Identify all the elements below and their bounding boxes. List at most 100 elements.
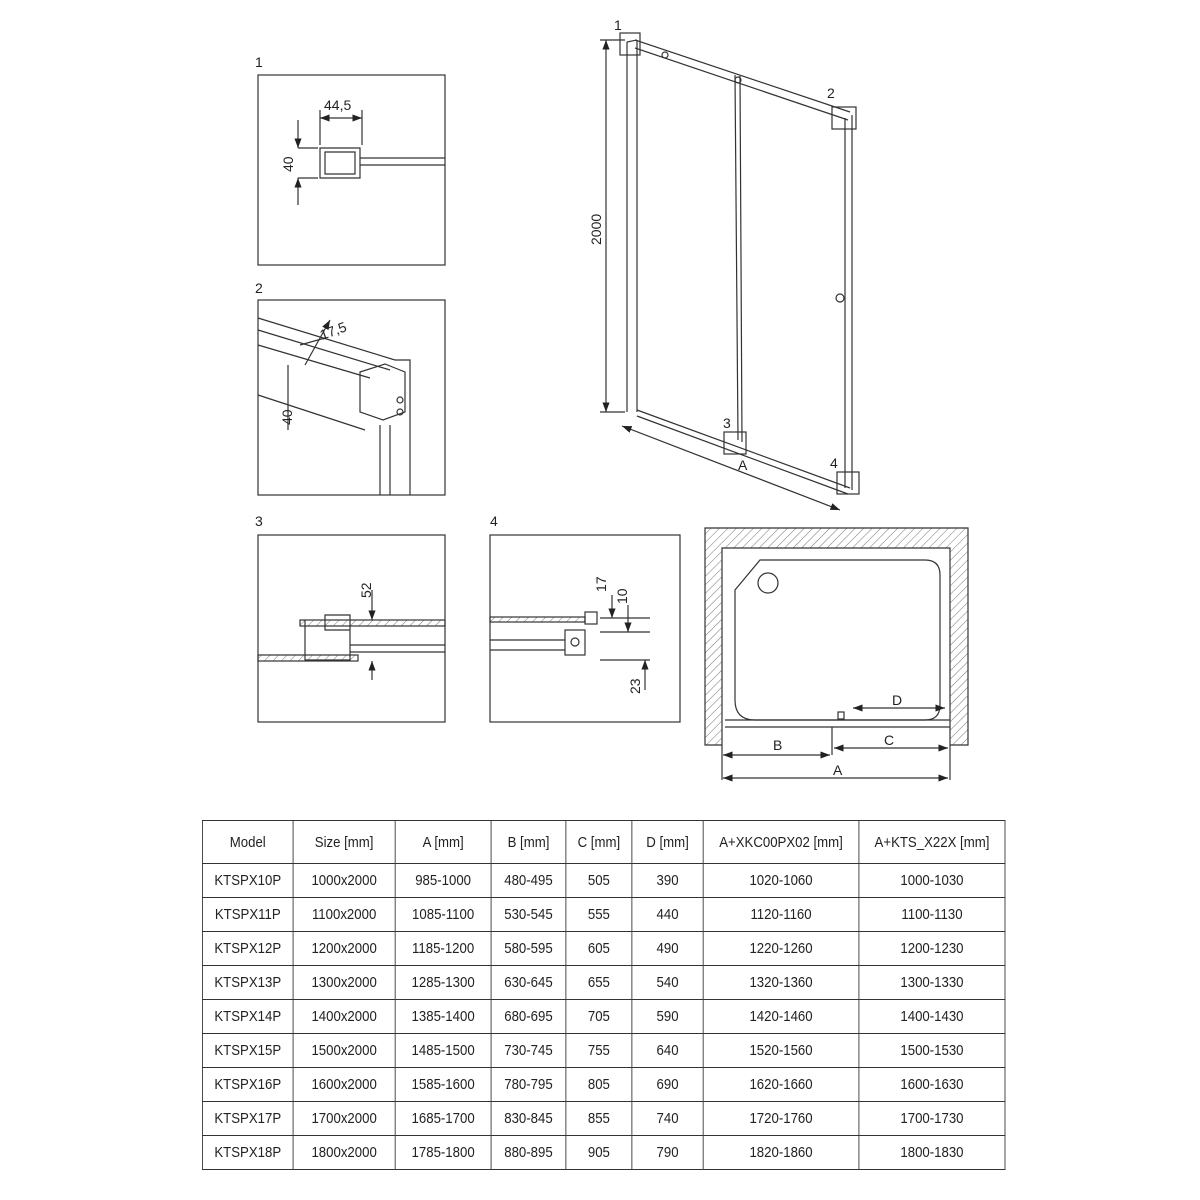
table-cell: 1585-1600 bbox=[394, 1067, 492, 1102]
table-cell: KTSPX10P bbox=[202, 863, 294, 898]
table-cell: 1800x2000 bbox=[292, 1135, 396, 1170]
detail-4 bbox=[489, 534, 681, 723]
table-cell: 755 bbox=[565, 1033, 633, 1068]
callout-3: 3 bbox=[723, 415, 731, 431]
table-cell: 1220-1260 bbox=[702, 931, 860, 966]
column-header: A+KTS_X22X [mm] bbox=[858, 820, 1006, 864]
detail-1 bbox=[257, 74, 446, 266]
column-header: A [mm] bbox=[394, 820, 492, 864]
table-cell: 1285-1300 bbox=[394, 965, 492, 1000]
table-cell: 855 bbox=[565, 1101, 633, 1136]
table-cell: 530-545 bbox=[490, 897, 567, 932]
table-cell: 1000x2000 bbox=[292, 863, 396, 898]
table-cell: 1500x2000 bbox=[292, 1033, 396, 1068]
table-cell: 730-745 bbox=[490, 1033, 567, 1068]
table-cell: 1600-1630 bbox=[858, 1067, 1006, 1102]
detail-2-dim-a: 17,5 bbox=[318, 318, 349, 342]
elevation-height-dim: 2000 bbox=[588, 214, 604, 245]
table-cell: 630-645 bbox=[490, 965, 567, 1000]
plan-label-b: B bbox=[773, 737, 782, 753]
table-cell: 440 bbox=[631, 897, 704, 932]
plan-label-a: A bbox=[833, 762, 843, 778]
table-cell: 985-1000 bbox=[394, 863, 492, 898]
callout-2: 2 bbox=[827, 85, 835, 101]
table-cell: 780-795 bbox=[490, 1067, 567, 1102]
table-cell: 1785-1800 bbox=[394, 1135, 492, 1170]
column-header: Model bbox=[202, 820, 294, 864]
table-cell: 1420-1460 bbox=[702, 999, 860, 1034]
column-header: A+XKC00PX02 [mm] bbox=[702, 820, 860, 864]
table-cell: 830-845 bbox=[490, 1101, 567, 1136]
table-cell: 905 bbox=[565, 1135, 633, 1170]
table-cell: 1620-1660 bbox=[702, 1067, 860, 1102]
table-cell: 1800-1830 bbox=[858, 1135, 1006, 1170]
table-cell: 1185-1200 bbox=[394, 931, 492, 966]
detail-2-number: 2 bbox=[255, 280, 263, 296]
callout-1: 1 bbox=[614, 17, 622, 33]
table-cell: 640 bbox=[631, 1033, 704, 1068]
detail-4-dim-c: 23 bbox=[627, 678, 643, 694]
table-cell: 1200x2000 bbox=[292, 931, 396, 966]
table-cell: 1300x2000 bbox=[292, 965, 396, 1000]
table-cell: 790 bbox=[631, 1135, 704, 1170]
table-cell: 1720-1760 bbox=[702, 1101, 860, 1136]
column-header: D [mm] bbox=[631, 820, 704, 864]
table-cell: 805 bbox=[565, 1067, 633, 1102]
table-cell: 680-695 bbox=[490, 999, 567, 1034]
table-cell: 1300-1330 bbox=[858, 965, 1006, 1000]
table-cell: KTSPX15P bbox=[202, 1033, 294, 1068]
table-cell: 1400-1430 bbox=[858, 999, 1006, 1034]
table-cell: 1400x2000 bbox=[292, 999, 396, 1034]
table-cell: 480-495 bbox=[490, 863, 567, 898]
table-cell: KTSPX12P bbox=[202, 931, 294, 966]
table-cell: KTSPX13P bbox=[202, 965, 294, 1000]
table-cell: 740 bbox=[631, 1101, 704, 1136]
table-cell: 1700x2000 bbox=[292, 1101, 396, 1136]
table-cell: 540 bbox=[631, 965, 704, 1000]
table-cell: 590 bbox=[631, 999, 704, 1034]
column-header: Size [mm] bbox=[292, 820, 396, 864]
technical-drawing: 1 44,5 40 2 17,5 40 3 52 4 17 10 23 2000… bbox=[255, 17, 969, 782]
table-cell: 1385-1400 bbox=[394, 999, 492, 1034]
table-cell: 1000-1030 bbox=[858, 863, 1006, 898]
table-cell: 555 bbox=[565, 897, 633, 932]
table-cell: 1685-1700 bbox=[394, 1101, 492, 1136]
detail-4-number: 4 bbox=[490, 513, 498, 529]
table-cell: 605 bbox=[565, 931, 633, 966]
table-cell: 1700-1730 bbox=[858, 1101, 1006, 1136]
detail-1-number: 1 bbox=[255, 54, 263, 70]
table-cell: 1100-1130 bbox=[858, 897, 1006, 932]
table-cell: 880-895 bbox=[490, 1135, 567, 1170]
table-cell: KTSPX17P bbox=[202, 1101, 294, 1136]
table-cell: 580-595 bbox=[490, 931, 567, 966]
column-header: B [mm] bbox=[490, 820, 567, 864]
table-cell: 1485-1500 bbox=[394, 1033, 492, 1068]
table-cell: 1020-1060 bbox=[702, 863, 860, 898]
detail-1-width-dim: 44,5 bbox=[324, 97, 351, 113]
plan-view bbox=[704, 527, 969, 782]
detail-3-dim: 52 bbox=[358, 582, 374, 598]
detail-2-dim-b: 40 bbox=[279, 409, 295, 425]
table-cell: KTSPX11P bbox=[202, 897, 294, 932]
table-cell: 1200-1230 bbox=[858, 931, 1006, 966]
table-cell: 655 bbox=[565, 965, 633, 1000]
plan-label-d: D bbox=[892, 692, 902, 708]
table-cell: 1600x2000 bbox=[292, 1067, 396, 1102]
table-cell: 1820-1860 bbox=[702, 1135, 860, 1170]
table-cell: 1320-1360 bbox=[702, 965, 860, 1000]
door-elevation bbox=[600, 32, 860, 511]
table-cell: 690 bbox=[631, 1067, 704, 1102]
table-cell: 390 bbox=[631, 863, 704, 898]
elevation-width-dim: A bbox=[738, 457, 748, 473]
table-cell: 1100x2000 bbox=[292, 897, 396, 932]
